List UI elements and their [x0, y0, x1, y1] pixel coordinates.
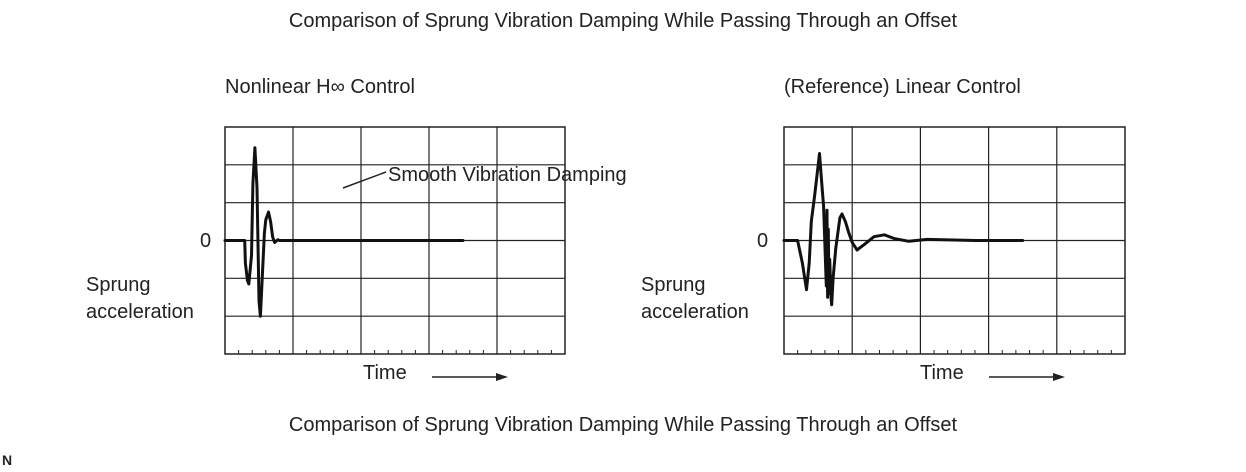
ylabel-line2-linear: acceleration [641, 301, 749, 323]
xlabel-linear: Time [920, 362, 964, 384]
acceleration-trace [782, 152, 1025, 307]
time-arrow-linear [989, 373, 1065, 381]
figure-title: Comparison of Sprung Vibration Damping W… [288, 10, 958, 32]
plot-linear [782, 126, 1126, 355]
ylabel-line1-nonlinear: Sprung [86, 274, 151, 296]
annotation-leader-line [342, 171, 387, 189]
plot-nonlinear [223, 126, 566, 355]
xlabel-nonlinear: Time [363, 362, 407, 384]
zero-label-linear: 0 [757, 230, 769, 252]
corner-mark: N [2, 452, 13, 468]
panel-heading-nonlinear: Nonlinear H∞ Control [225, 76, 415, 98]
figure-caption: Comparison of Sprung Vibration Damping W… [288, 414, 958, 436]
time-arrow-nonlinear [432, 373, 508, 381]
panel-heading-linear: (Reference) Linear Control [784, 76, 1021, 98]
acceleration-trace [223, 146, 465, 318]
ylabel-line2-nonlinear: acceleration [86, 301, 194, 323]
ylabel-line1-linear: Sprung [641, 274, 706, 296]
annotation-smooth-vibration-damping: Smooth Vibration Damping [388, 164, 627, 186]
zero-label-nonlinear: 0 [200, 230, 212, 252]
